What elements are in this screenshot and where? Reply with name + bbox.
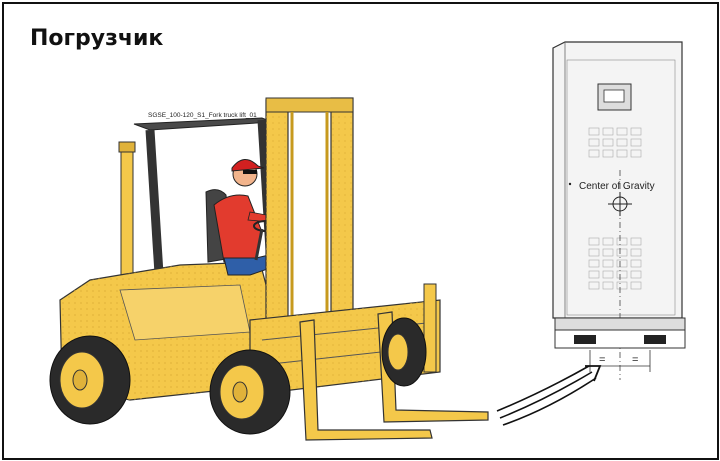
far-wheel-icon — [382, 318, 426, 386]
front-wheel-icon — [210, 350, 290, 434]
equal-mark-left: = — [599, 354, 605, 366]
equal-mark-right: = — [632, 354, 638, 366]
rear-wheel-icon — [50, 336, 130, 424]
fork-pocket-left-icon — [574, 335, 596, 344]
cabinet: Center of Gravity = = — [553, 42, 685, 380]
insert-direction-arrow-icon — [497, 366, 600, 425]
cap-icon — [232, 159, 264, 171]
center-of-gravity-label: Center of Gravity — [579, 181, 655, 192]
fork-pocket-right-icon — [644, 335, 666, 344]
drawing-id-label: SGSE_100-120_S1_Fork truck lift_01 — [148, 112, 257, 119]
forklift: SGSE_100-120_S1_Fork truck lift_01 — [50, 98, 488, 440]
